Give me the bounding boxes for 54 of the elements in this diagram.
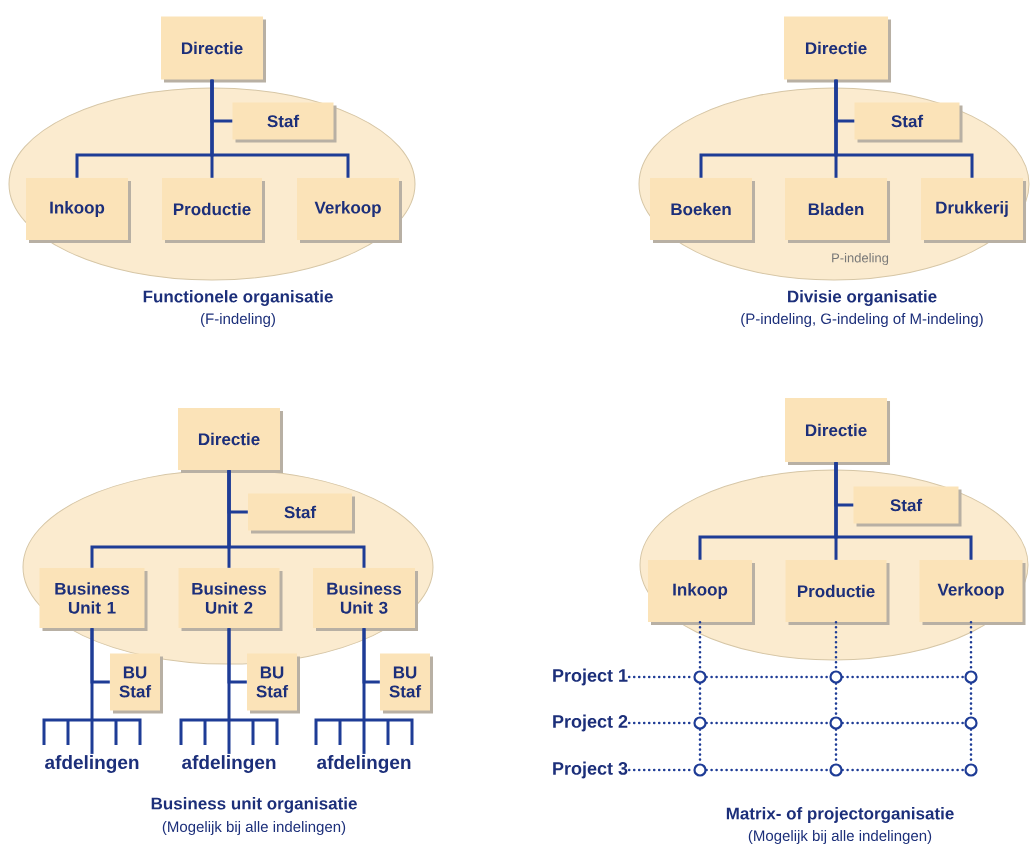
dotted-connector <box>841 675 966 679</box>
org-box: Directie <box>785 398 890 465</box>
department-label: afdelingen <box>45 755 139 773</box>
connector-line <box>90 628 94 754</box>
org-box: Business Unit 2 <box>178 568 283 631</box>
caption-subtitle: (P-indeling, G-indeling of M-indeling) <box>741 313 983 327</box>
org-box: Inkoop <box>26 178 131 243</box>
dotted-connector <box>705 768 831 772</box>
project-label: Project 2 <box>553 714 628 732</box>
connector-line <box>227 628 231 754</box>
department-label: afdelingen <box>317 755 411 773</box>
org-box: Staf <box>853 486 962 527</box>
org-box: Inkoop <box>648 560 755 625</box>
org-box: Staf <box>854 102 963 143</box>
org-box: Bladen <box>785 178 890 243</box>
org-box: Productie <box>162 178 265 243</box>
dotted-connector <box>969 682 973 718</box>
connector-line <box>834 462 973 560</box>
org-box: Verkoop <box>297 178 402 243</box>
dotted-connector <box>841 768 966 772</box>
org-box: BU Staf <box>247 653 300 714</box>
caption-subtitle: (Mogelijk bij alle indelingen) <box>162 821 346 835</box>
dotted-connector <box>705 675 831 679</box>
org-box: Directie <box>178 408 283 473</box>
org-box: BU Staf <box>110 653 163 714</box>
dotted-connector <box>705 721 831 725</box>
dotted-connector <box>841 721 966 725</box>
connector-line <box>227 470 366 568</box>
org-box: Boeken <box>650 178 755 243</box>
org-box: Drukkerij <box>921 178 1026 243</box>
connector-line <box>834 79 974 178</box>
org-box: Staf <box>248 493 355 534</box>
caption-subtitle: (Mogelijk bij alle indelingen) <box>748 830 932 844</box>
dotted-connector <box>834 682 838 718</box>
org-box: Staf <box>232 102 337 143</box>
dotted-connector <box>698 682 702 718</box>
caption-title: Business unit organisatie <box>151 797 357 813</box>
org-box: Directie <box>784 16 891 83</box>
org-box: Business Unit 1 <box>39 568 148 631</box>
project-label: Project 3 <box>553 761 628 779</box>
connector-line <box>362 628 366 754</box>
caption-title: Divisie organisatie <box>788 290 937 306</box>
org-box: Productie <box>785 560 890 625</box>
org-box: Directie <box>161 16 266 83</box>
org-box: BU Staf <box>380 653 433 714</box>
department-label: afdelingen <box>182 755 276 773</box>
band-label: P-indeling <box>832 252 889 266</box>
caption-subtitle: (F-indeling) <box>201 313 275 327</box>
project-label: Project 1 <box>553 668 628 686</box>
caption-title: Functionele organisatie <box>143 290 333 306</box>
org-box: Business Unit 3 <box>313 568 418 631</box>
org-box: Verkoop <box>919 560 1026 625</box>
caption-title: Matrix- of projectorganisatie <box>726 807 954 823</box>
connector-line <box>210 79 350 178</box>
